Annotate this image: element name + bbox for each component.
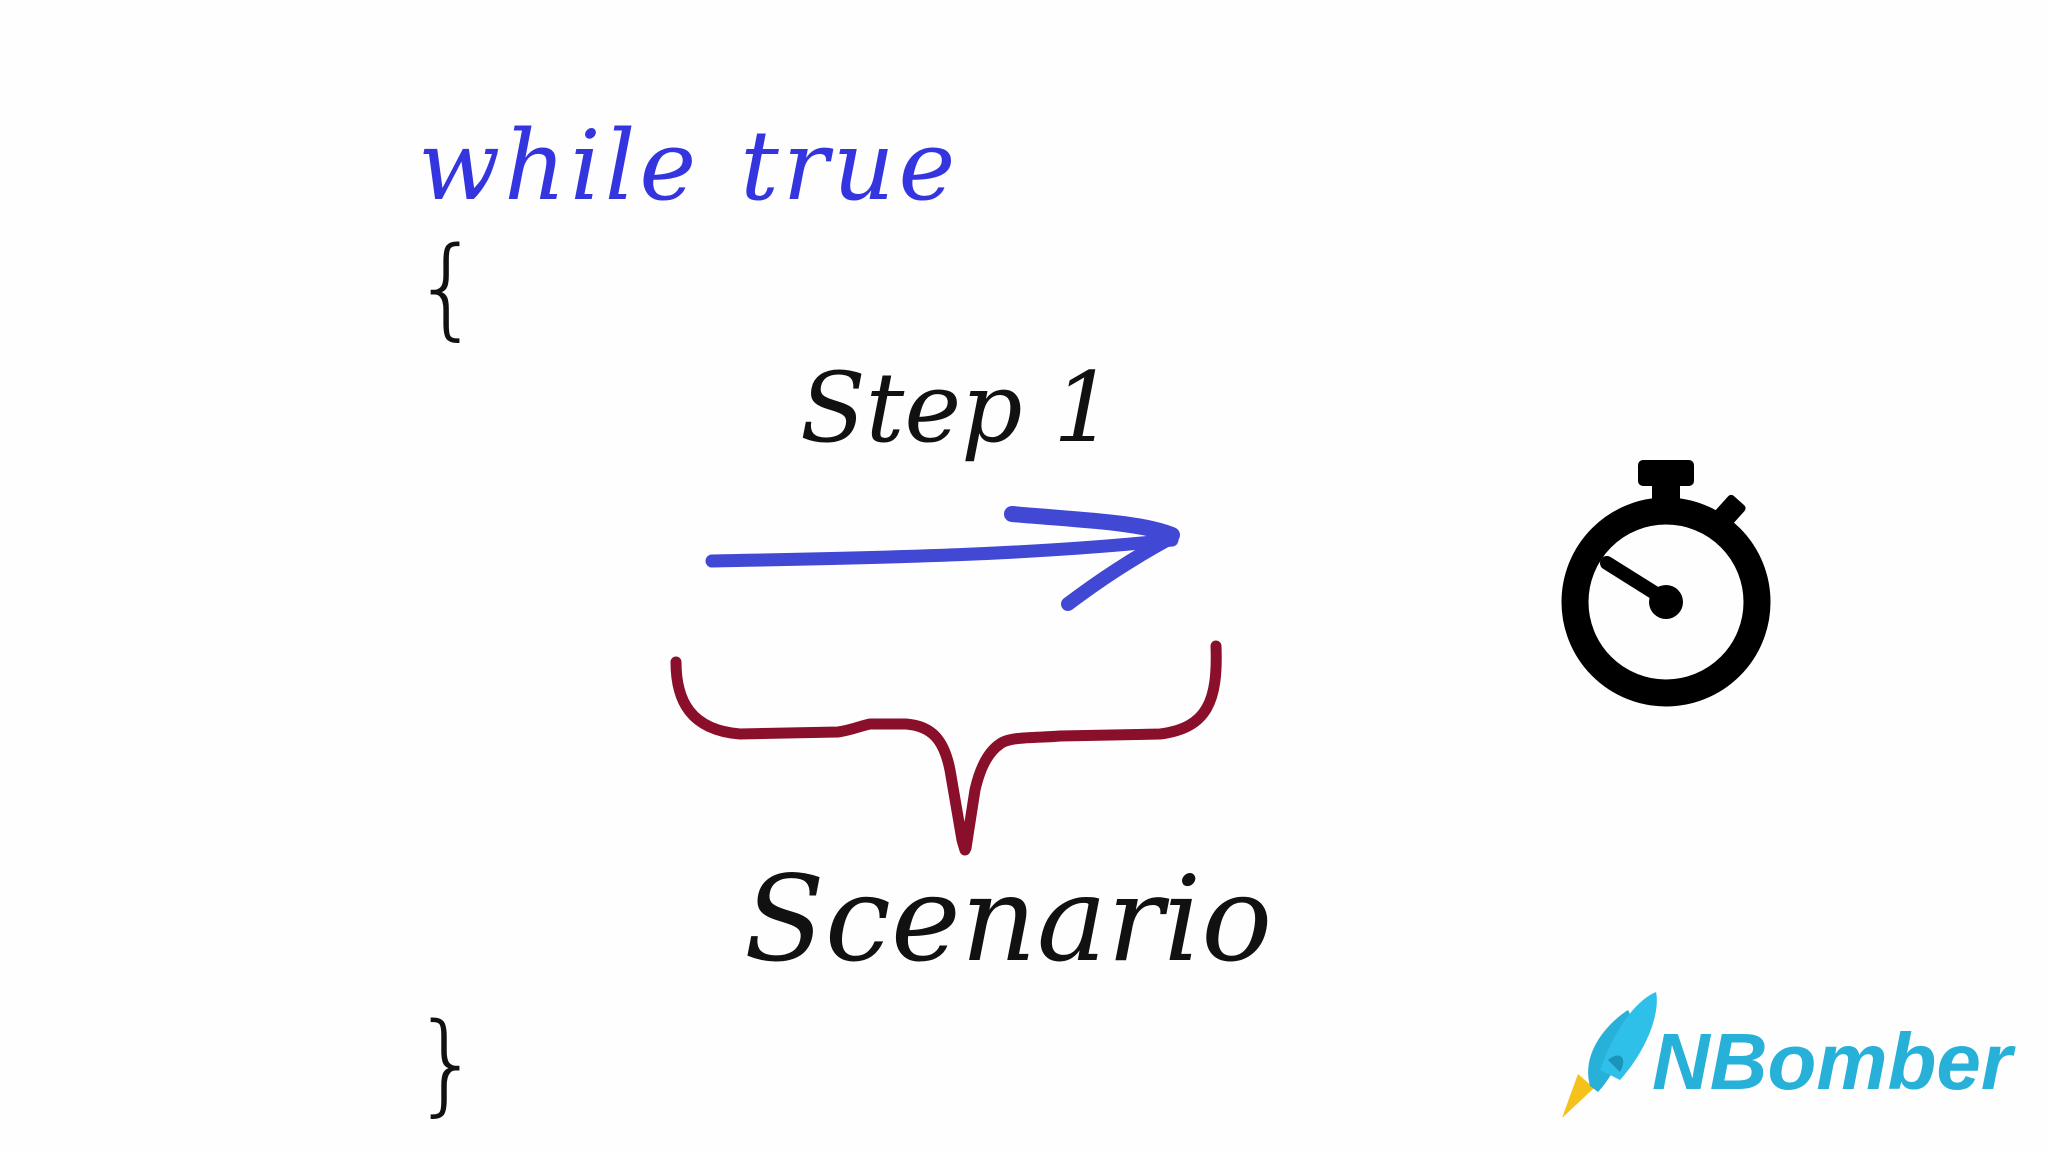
stopwatch-icon	[1561, 460, 1771, 707]
curly-bracket-icon	[670, 640, 1222, 856]
rocket-icon	[1562, 992, 1657, 1118]
close-brace: }	[412, 999, 482, 1127]
true-keyword: true	[740, 110, 960, 222]
step-label: Step 1	[800, 352, 1115, 464]
right-arrow-icon	[705, 506, 1180, 611]
scenario-label: Scenario	[744, 850, 1273, 988]
open-brace: {	[412, 223, 482, 351]
while-keyword: while	[418, 110, 701, 222]
nbomber-logo-text: NBomber	[1652, 1017, 2013, 1106]
